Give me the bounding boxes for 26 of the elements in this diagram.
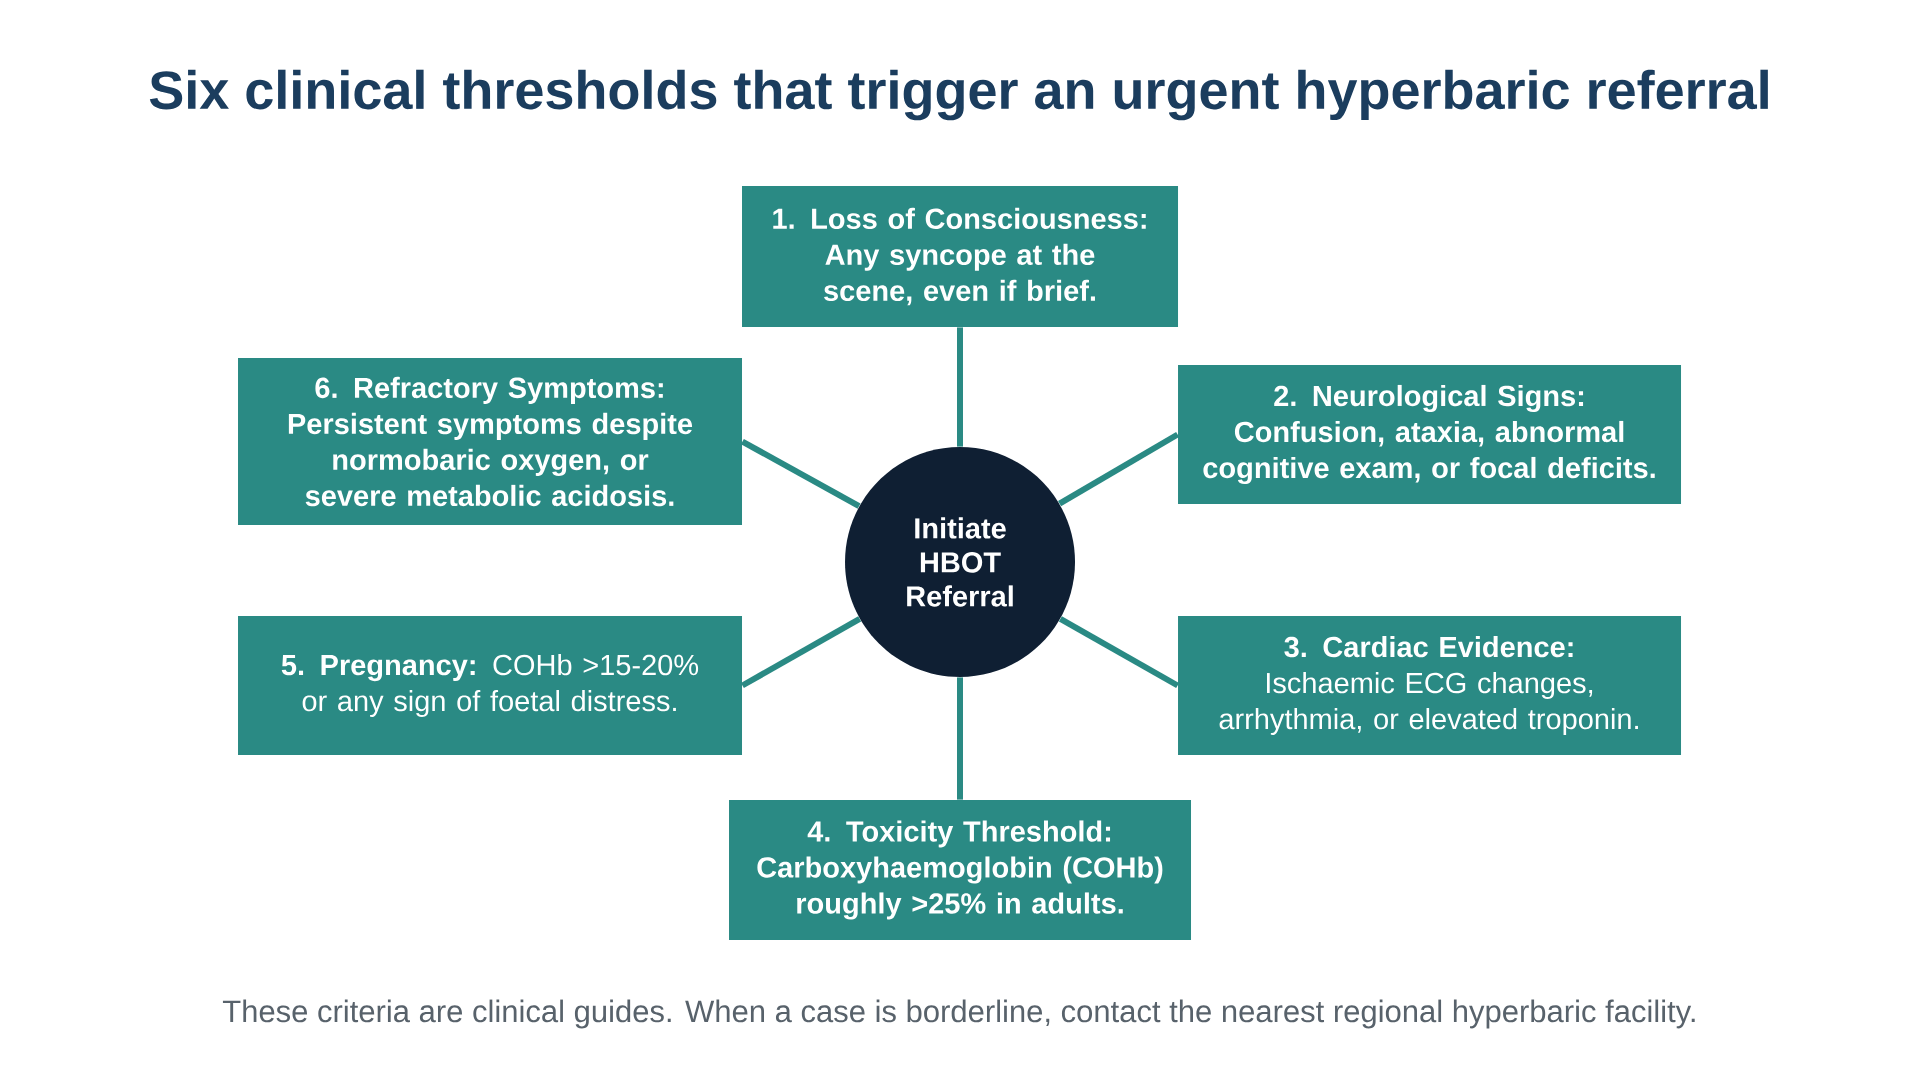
box-heading: 1. Loss of Consciousness: — [773, 207, 1146, 230]
box-text: Carboxyhaemoglobin (COHb) roughly >25% in adults. — [757, 856, 1163, 920]
criterion-box — [1178, 365, 1681, 504]
connector-line — [957, 327, 963, 447]
box-text: Confusion, ataxia, abnormal cognitive exam, or focal deficits. — [1203, 420, 1655, 485]
box-text: Persistent symptoms despite normobaric oxygen, or severe metabolic acidosis. — [288, 412, 693, 507]
center-circle — [845, 447, 1075, 677]
criterion-box — [742, 186, 1178, 327]
criterion-box — [238, 358, 742, 525]
connector-line — [740, 616, 862, 689]
connector-line — [1058, 431, 1180, 507]
connector-line — [957, 677, 963, 800]
box-text: 5. Pregnancy: COHb >15-20% or any sign of foetal distress. — [281, 654, 699, 718]
connector-line — [1058, 616, 1180, 689]
box-text: Any syncope at the scene, even if brief. — [824, 243, 1095, 306]
criterion-box — [238, 616, 742, 755]
box-heading: 6. Refractory Symptoms: — [315, 376, 663, 404]
connector-line — [740, 438, 861, 509]
box-heading: 4. Toxicity Threshold: — [807, 820, 1111, 848]
criterion-box — [1178, 616, 1681, 755]
title: Six clinical thresholds that trigger an urgent hyperbaric referral — [149, 69, 1768, 121]
footnote: These criteria are clinical guides. When a case is borderline, contact the nearest regional hyperbaric facility. — [222, 999, 1695, 1029]
criterion-box — [729, 800, 1191, 940]
node-label: Initiate HBOT Referral — [907, 517, 1013, 607]
box-heading: 2. Neurological Signs: — [1274, 384, 1584, 413]
box-text: 3. Cardiac Evidence: Ischaemic ECG changes, arrhythmia, or elevated troponin. — [1219, 636, 1638, 736]
